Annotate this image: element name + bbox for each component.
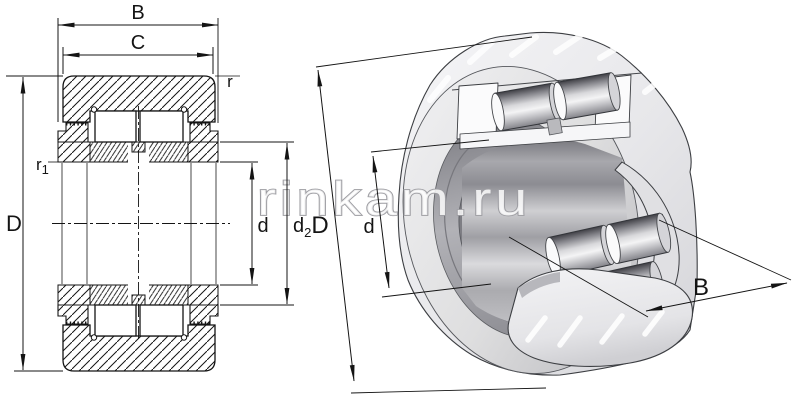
dimension-labels: B C r r1 D d d2 D d B [6,2,709,301]
dimension-B-iso [508,219,792,318]
label-d-section: d [257,215,268,237]
dimension-d-iso [370,139,492,298]
inner-ring-bottom-left [57,284,91,306]
dimensions-3d [315,36,792,394]
label-B-section: B [131,2,144,24]
iso-cage-pin-top [546,117,563,136]
washer-bottom-right [189,304,219,325]
iso-front-piece-shadow [518,272,560,298]
roller-bottom-right [139,304,184,337]
section-view-2d [52,75,230,372]
watermark-text: rinkam.ru [257,172,531,225]
label-D-section: D [6,211,22,236]
washer-top-right [189,122,219,143]
iso-cut-shelf [459,121,631,150]
iso-front-streaks [525,309,665,348]
dimension-d2-section [220,141,294,306]
dimension-r-leaders [48,75,240,163]
label-D-iso: D [311,212,328,239]
label-C-section: C [131,32,145,54]
iso-roller-bottom-2 [605,212,672,265]
label-r-section: r [227,72,233,91]
iso-roller-top-1 [491,82,562,132]
roller-top-right [139,110,184,143]
dimension-D-section [6,75,63,372]
dimension-d-section [220,161,258,286]
iso-view-3d [397,31,698,376]
label-r1-section: r1 [36,155,49,177]
iso-roller-top-2 [553,72,621,121]
dimension-B-section [57,18,219,123]
roller-bottom-left [94,304,137,337]
outer-ring-top-section [62,75,216,123]
label-d-iso: d [363,216,374,238]
label-B-iso: B [693,274,709,301]
label-d2-section: d2 [293,215,311,240]
dimension-C-section [62,47,214,74]
relief-grooves [90,106,188,341]
inner-ring-top-right [187,141,219,163]
iso-od-streaks [427,33,666,103]
inner-ring-top-left [57,141,91,163]
inner-ring-bottom-right [187,284,219,306]
centerlines [52,106,230,341]
dimension-D-iso [315,36,547,394]
outer-ring-bottom-section [62,324,216,372]
roller-top-left [94,110,137,143]
washer-top-left [57,122,89,143]
dimensions-2d [6,18,294,372]
washer-bottom-left [57,304,89,325]
